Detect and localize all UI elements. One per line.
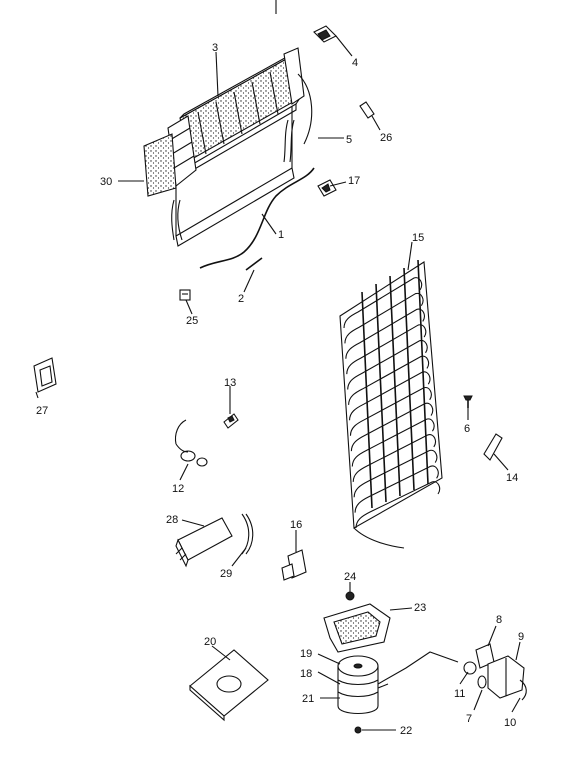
callout-3: 3 — [212, 42, 218, 54]
evaporator-assembly — [167, 47, 305, 188]
part-10-wire — [519, 679, 527, 701]
callout-28: 28 — [166, 514, 178, 526]
part-29-wire — [241, 513, 254, 555]
callout-4: 4 — [352, 57, 358, 69]
callout-27: 27 — [36, 405, 48, 417]
part-4-bracket — [313, 25, 337, 43]
part-17-terminal — [317, 179, 337, 197]
part-6-screw — [463, 395, 473, 408]
part-24-grommet — [345, 591, 355, 601]
part-7-clip — [477, 675, 487, 689]
heater-wire-left — [171, 199, 175, 241]
condenser-coil-loop — [346, 324, 427, 375]
part-12-harness — [174, 419, 208, 467]
callout-21: 21 — [302, 693, 314, 705]
condenser-coil-loop — [349, 386, 432, 436]
condenser-coil-loop — [351, 418, 435, 467]
tube-1 — [199, 167, 315, 269]
callout-24: 24 — [344, 571, 356, 583]
callout-9: 9 — [518, 631, 524, 643]
part-14-cover — [483, 433, 503, 461]
part-25-clip — [179, 289, 191, 301]
tube-5 — [297, 73, 313, 145]
condenser-coil-loop — [348, 371, 431, 421]
evaporator-fins — [197, 71, 279, 155]
callout-2: 2 — [238, 293, 244, 305]
callout-labels: 3 4 5 26 30 17 1 2 25 15 27 13 6 14 12 2… — [36, 42, 524, 737]
callout-11: 11 — [454, 688, 465, 700]
callout-17: 17 — [348, 175, 360, 187]
condenser-coil-loop — [354, 465, 439, 513]
callout-29: 29 — [220, 568, 232, 580]
callout-25: 25 — [186, 315, 198, 327]
condenser-coil-loop — [353, 449, 438, 498]
condenser-wire-rod — [417, 259, 429, 485]
callout-30: 30 — [100, 176, 112, 188]
callout-15: 15 — [412, 232, 424, 244]
condenser-coil-loop — [345, 308, 425, 359]
condenser-coil-loop — [344, 292, 424, 344]
part-13-plug — [223, 413, 239, 429]
callout-20: 20 — [204, 636, 216, 648]
callout-22: 22 — [400, 725, 412, 737]
callout-16: 16 — [290, 519, 302, 531]
callout-10: 10 — [504, 717, 516, 729]
condenser-wire-rod — [375, 283, 387, 503]
condenser-wire-rod — [361, 291, 373, 509]
condenser-coil-loop — [343, 277, 423, 329]
part-22-grommet — [354, 726, 362, 734]
part-16-bracket — [281, 549, 307, 581]
callout-5: 5 — [346, 134, 352, 146]
part-2 — [245, 257, 263, 271]
callout-26: 26 — [380, 132, 392, 144]
callout-8: 8 — [496, 614, 502, 626]
callout-1: 1 — [278, 229, 284, 241]
part-9-cover — [487, 655, 525, 699]
condenser-coil-loop — [348, 355, 430, 405]
heater-wire-right — [283, 119, 289, 163]
part-23-drain-pan — [323, 603, 391, 653]
part-20-base-plate — [189, 649, 269, 722]
part-11-overload — [463, 661, 477, 675]
callout-14: 14 — [506, 472, 518, 484]
condenser-coil-loop — [347, 339, 428, 390]
callout-19: 19 — [300, 648, 312, 660]
leader-lines — [118, 35, 521, 731]
condenser-wire-rod — [403, 267, 415, 491]
compressor — [337, 651, 459, 715]
callout-18: 18 — [300, 668, 312, 680]
callout-6: 6 — [464, 423, 470, 435]
condenser-coil-loop — [355, 481, 441, 529]
callout-23: 23 — [414, 602, 426, 614]
insulation-pad-30 — [143, 133, 177, 197]
condenser-coil-loop — [352, 434, 436, 482]
evaporator-plate — [175, 167, 295, 247]
part-27-bracket — [33, 357, 57, 399]
condenser-15 — [339, 259, 443, 549]
part-28-relay — [175, 517, 233, 568]
callout-13: 13 — [224, 377, 236, 389]
callout-7: 7 — [466, 713, 472, 725]
part-26-clip — [359, 101, 375, 119]
condenser-coil-loop — [350, 402, 434, 452]
condenser-wire-rod — [389, 275, 401, 497]
callout-12: 12 — [172, 483, 184, 495]
